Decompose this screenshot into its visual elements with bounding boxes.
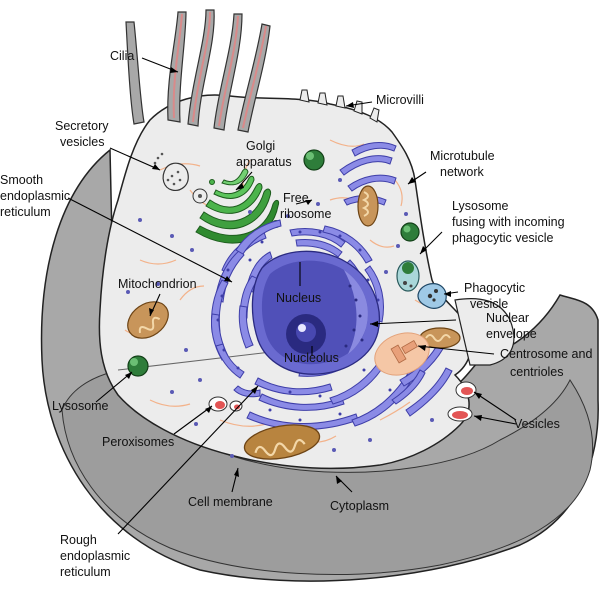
label-mitochondrion: Mitochondrion <box>118 277 197 291</box>
vesicle <box>447 406 473 422</box>
label-free-ribosome-1: Free <box>283 191 309 205</box>
cilium-core <box>192 11 211 123</box>
phagocytic-vesicle <box>417 283 447 309</box>
label-golgi-2: apparatus <box>236 155 292 169</box>
microvillus <box>335 95 346 109</box>
arrowheads <box>125 67 482 484</box>
secretory-vesicles <box>153 152 208 204</box>
lysosome-fusing <box>396 260 420 292</box>
centrosome <box>374 332 430 376</box>
label-rough-er-2: endoplasmic <box>60 549 130 563</box>
leader-vesicles-1 <box>473 391 517 421</box>
label-microvilli: Microvilli <box>376 93 424 107</box>
cell-side-wall <box>61 371 594 575</box>
mitochondrion-bottom <box>243 424 321 460</box>
label-smooth-er-3: reticulum <box>0 205 51 219</box>
label-lysosome-fusing-3: phagocytic vesicle <box>452 231 553 245</box>
lysosomes <box>127 149 447 377</box>
label-centrosome-1: Centrosome and <box>500 347 592 361</box>
label-peroxisomes: Peroxisomes <box>102 435 174 449</box>
label-vesicles: Vesicles <box>514 417 560 431</box>
label-lysosome-fusing-2: fusing with incoming <box>452 215 565 229</box>
vesicle <box>455 381 477 399</box>
label-cilia: Cilia <box>110 49 134 63</box>
nucleolus-highlight <box>298 324 306 332</box>
microvillus <box>317 92 328 106</box>
peroxisome <box>229 400 243 412</box>
microvillus <box>369 107 380 123</box>
leader-smooth-er <box>67 197 233 283</box>
lysosome-right <box>400 222 420 242</box>
label-nuclear-env-1: Nuclear <box>486 311 529 325</box>
cell-right-lobe <box>454 298 515 366</box>
nucleus-chromatin <box>344 270 368 354</box>
nucleus <box>251 250 380 375</box>
label-nucleolus: Nucleolus <box>284 351 339 365</box>
label-microtubule-1: Microtubule <box>430 149 495 163</box>
free-ribosomes <box>126 178 434 458</box>
label-cell-membrane: Cell membrane <box>188 495 273 509</box>
label-nucleus: Nucleus <box>276 291 321 305</box>
cilium-core <box>218 15 239 127</box>
label-secretory-1: Secretory <box>55 119 109 133</box>
label-lysosome: Lysosome <box>52 399 109 413</box>
label-lysosome-fusing-1: Lysosome <box>452 199 509 213</box>
label-golgi-1: Golgi <box>246 139 275 153</box>
leader-secretory <box>109 147 161 171</box>
mitochondrion-left <box>127 301 169 339</box>
label-smooth-er-2: endoplasmic <box>0 189 70 203</box>
mitochondrion-top <box>357 185 379 227</box>
red-vesicles <box>208 381 477 422</box>
cilia-group <box>125 9 271 133</box>
label-smooth-er-1: Smooth <box>0 173 43 187</box>
leader-nuclear-env <box>369 319 457 325</box>
label-secretory-2: vesicles <box>60 135 104 149</box>
nuclear-pores <box>344 284 364 348</box>
label-phagocytic-1: Phagocytic <box>464 281 525 295</box>
er-ribosomes <box>216 230 392 422</box>
cilium-core <box>172 13 183 119</box>
label-centrosome-2: centrioles <box>510 365 564 379</box>
mitochondria <box>127 185 461 460</box>
leader-lysosome <box>95 371 133 403</box>
label-microtubule-2: network <box>440 165 485 179</box>
label-cytoplasm: Cytoplasm <box>330 499 389 513</box>
labels: Cilia Microvilli Secretory vesicles Golg… <box>0 49 592 579</box>
label-free-ribosome-2: ribosome <box>280 207 331 221</box>
label-phagocytic-2: vesicle <box>470 297 508 311</box>
peroxisome <box>208 396 228 412</box>
lysosome-top <box>303 149 325 171</box>
cilium-core <box>242 25 267 129</box>
label-rough-er-3: reticulum <box>60 565 111 579</box>
label-rough-er-1: Rough <box>60 533 97 547</box>
leader-peroxisomes <box>173 405 213 435</box>
leader-rough-er <box>117 385 259 535</box>
leader-centrosome <box>417 345 495 355</box>
microvilli-group <box>299 89 380 123</box>
nucleolus-core <box>296 322 316 342</box>
label-nuclear-env-2: envelope <box>486 327 537 341</box>
microvillus <box>299 89 310 103</box>
cilium <box>125 21 145 125</box>
